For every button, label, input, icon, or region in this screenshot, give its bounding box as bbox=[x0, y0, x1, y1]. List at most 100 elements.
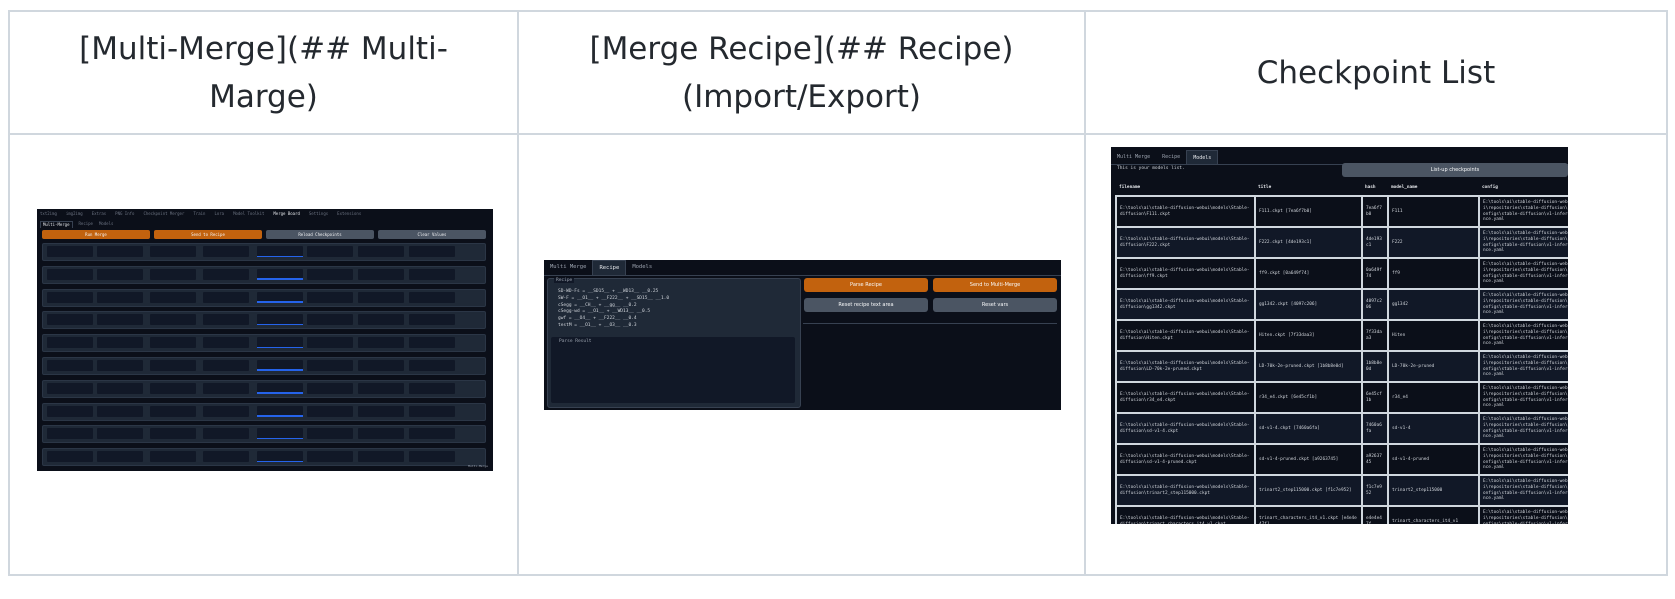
top-tab[interactable]: Extensions bbox=[337, 211, 362, 216]
merge-field[interactable] bbox=[307, 451, 353, 463]
merge-field[interactable] bbox=[307, 268, 353, 280]
merge-field[interactable] bbox=[97, 246, 143, 257]
merge-field[interactable] bbox=[150, 428, 196, 440]
top-tab[interactable]: Extras bbox=[91, 211, 107, 216]
sub-tab[interactable]: Recipe bbox=[78, 221, 93, 226]
merge-field[interactable] bbox=[358, 428, 404, 440]
merge-field[interactable] bbox=[150, 337, 196, 349]
merge-field[interactable] bbox=[150, 451, 196, 463]
merge-field[interactable] bbox=[257, 405, 303, 417]
top-tab[interactable]: Model Toolkit bbox=[233, 211, 265, 216]
merge-field[interactable] bbox=[409, 382, 455, 394]
merge-field[interactable] bbox=[358, 359, 404, 371]
column-header[interactable]: title bbox=[1255, 180, 1362, 197]
column-header[interactable]: filename bbox=[1116, 180, 1255, 197]
merge-field[interactable] bbox=[257, 359, 303, 371]
merge-field[interactable] bbox=[307, 359, 353, 371]
table-row[interactable]: E:\tools\ai\stable-diffusion-webui\model… bbox=[1115, 474, 1568, 507]
merge-field[interactable] bbox=[257, 268, 303, 280]
table-row[interactable]: E:\tools\ai\stable-diffusion-webui\model… bbox=[1115, 350, 1568, 383]
top-tab[interactable]: Checkpoint Merger bbox=[143, 211, 185, 216]
reset-recipe-text-button[interactable]: Reset recipe text area bbox=[804, 298, 928, 312]
top-tab[interactable]: txt2img bbox=[40, 211, 57, 216]
recipe-tab[interactable]: Models bbox=[632, 264, 653, 270]
merge-field[interactable] bbox=[409, 291, 455, 303]
merge-field[interactable] bbox=[358, 451, 404, 463]
top-tab[interactable]: PNG Info bbox=[115, 211, 135, 216]
merge-field[interactable] bbox=[358, 246, 404, 257]
weight-slider[interactable] bbox=[257, 323, 303, 326]
merge-field[interactable] bbox=[47, 405, 93, 417]
merge-field[interactable] bbox=[409, 405, 455, 417]
merge-field[interactable] bbox=[97, 291, 143, 303]
merge-field[interactable] bbox=[409, 314, 455, 326]
table-row[interactable]: E:\tools\ai\stable-diffusion-webui\model… bbox=[1115, 381, 1568, 414]
merge-field[interactable] bbox=[257, 337, 303, 349]
merge-field[interactable] bbox=[203, 451, 249, 463]
merge-field[interactable] bbox=[150, 246, 196, 257]
merge-field[interactable] bbox=[307, 246, 353, 257]
merge-field[interactable] bbox=[47, 451, 93, 463]
merge-field[interactable] bbox=[203, 359, 249, 371]
merge-field[interactable] bbox=[47, 337, 93, 349]
top-tab[interactable]: Merge Board bbox=[273, 211, 300, 216]
merge-field[interactable] bbox=[358, 405, 404, 417]
merge-field[interactable] bbox=[307, 337, 353, 349]
merge-field[interactable] bbox=[97, 314, 143, 326]
merge-field[interactable] bbox=[409, 268, 455, 280]
top-tab[interactable]: img2img bbox=[65, 211, 83, 216]
merge-field[interactable] bbox=[257, 451, 303, 463]
table-row[interactable]: E:\tools\ai\stable-diffusion-webui\model… bbox=[1115, 412, 1568, 445]
models-tab[interactable]: Multi Merge bbox=[1117, 154, 1151, 160]
recipe-tab[interactable]: Multi Merge bbox=[550, 264, 587, 270]
merge-field[interactable] bbox=[257, 291, 303, 303]
merge-field[interactable] bbox=[97, 337, 143, 349]
merge-field[interactable] bbox=[257, 246, 303, 257]
merge-field[interactable] bbox=[47, 268, 93, 280]
merge-field[interactable] bbox=[203, 428, 249, 440]
merge-field[interactable] bbox=[97, 382, 143, 394]
merge-field[interactable] bbox=[409, 359, 455, 371]
merge-field[interactable] bbox=[150, 314, 196, 326]
parse-recipe-button[interactable]: Parse Recipe bbox=[804, 278, 928, 292]
weight-slider[interactable] bbox=[257, 301, 303, 303]
top-tab[interactable]: Settings bbox=[308, 211, 329, 216]
merge-field[interactable] bbox=[97, 359, 143, 371]
merge-field[interactable] bbox=[358, 291, 404, 303]
merge-field[interactable] bbox=[307, 314, 353, 326]
merge-field[interactable] bbox=[150, 382, 196, 394]
merge-field[interactable] bbox=[97, 451, 143, 463]
merge-field[interactable] bbox=[203, 405, 249, 417]
merge-field[interactable] bbox=[97, 268, 143, 280]
merge-field[interactable] bbox=[47, 314, 93, 326]
table-row[interactable]: E:\tools\ai\stable-diffusion-webui\model… bbox=[1115, 226, 1568, 259]
clear-values-button[interactable]: Clear Values bbox=[378, 230, 486, 239]
weight-slider[interactable] bbox=[257, 278, 303, 280]
reload-checkpoints-button[interactable]: Reload Checkpoints bbox=[266, 230, 374, 239]
table-row[interactable]: E:\tools\ai\stable-diffusion-webui\model… bbox=[1115, 288, 1568, 321]
weight-slider[interactable] bbox=[257, 460, 303, 463]
merge-field[interactable] bbox=[257, 314, 303, 326]
weight-slider[interactable] bbox=[257, 255, 303, 257]
top-tab[interactable]: Train bbox=[193, 211, 206, 216]
merge-field[interactable] bbox=[307, 428, 353, 440]
merge-field[interactable] bbox=[409, 451, 455, 463]
sub-tab[interactable]: Models bbox=[98, 221, 114, 226]
list-up-checkpoints-button[interactable]: List-up checkpoints bbox=[1342, 163, 1568, 177]
merge-field[interactable] bbox=[358, 268, 404, 280]
table-row[interactable]: E:\tools\ai\stable-diffusion-webui\model… bbox=[1115, 319, 1568, 352]
weight-slider[interactable] bbox=[257, 369, 303, 371]
merge-field[interactable] bbox=[203, 337, 249, 349]
weight-slider[interactable] bbox=[257, 392, 303, 394]
table-row[interactable]: E:\tools\ai\stable-diffusion-webui\model… bbox=[1115, 443, 1568, 476]
merge-field[interactable] bbox=[47, 428, 93, 440]
column-header[interactable]: hash bbox=[1362, 180, 1388, 197]
merge-field[interactable] bbox=[307, 405, 353, 417]
merge-field[interactable] bbox=[203, 291, 249, 303]
column-header[interactable]: config bbox=[1479, 180, 1568, 197]
merge-field[interactable] bbox=[203, 314, 249, 326]
merge-field[interactable] bbox=[409, 428, 455, 440]
table-row[interactable]: E:\tools\ai\stable-diffusion-webui\model… bbox=[1115, 195, 1568, 228]
weight-slider[interactable] bbox=[257, 346, 303, 349]
